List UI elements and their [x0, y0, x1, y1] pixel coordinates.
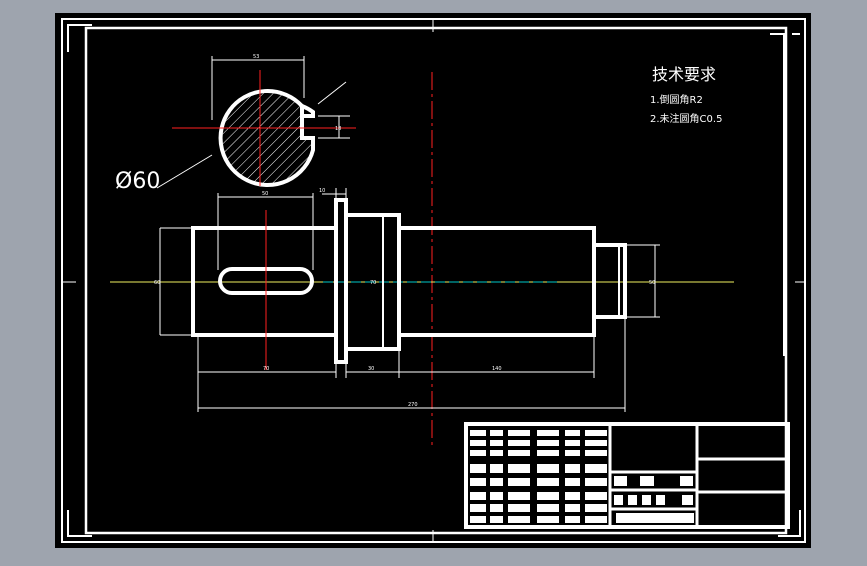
diameter-label: Ø60 — [115, 169, 160, 194]
section-hatch — [220, 90, 313, 184]
right-diameter-dim: 50 — [649, 280, 655, 286]
title-block-border — [464, 422, 790, 529]
key-length-dim: 50 — [262, 191, 268, 197]
title-block — [464, 422, 790, 529]
section-outline — [218, 88, 315, 187]
shaft-end-segment — [592, 243, 627, 319]
shoulder-width-dim: 10 — [319, 188, 325, 194]
left-diameter-dim: 60 — [154, 280, 160, 286]
inner-frame — [84, 26, 788, 535]
tech-req-title: 技术要求 — [652, 65, 716, 84]
sheet-background — [55, 13, 811, 548]
mid-diameter-dim: 70 — [370, 280, 376, 286]
shaft-main-view: 60 70 50 50 10 70 30 140 270 — [110, 72, 734, 445]
keyway-width-dim: 53 — [253, 54, 259, 60]
centering-ticks — [62, 19, 805, 542]
cross-section-view: 53 18 Ø60 — [115, 54, 356, 194]
right-segment-dim: 140 — [492, 366, 502, 372]
tech-req-item-1: 1.倒圆角R2 — [650, 94, 703, 106]
title-block-grid — [470, 430, 694, 523]
total-length-dim: 270 — [408, 402, 418, 408]
tech-req-item-2: 2.未注圆角C0.5 — [650, 112, 722, 125]
keyway-depth-dim: 18 — [335, 126, 341, 132]
diameter-leader — [156, 154, 213, 189]
corner-marks — [67, 24, 801, 537]
mid-segment-dim: 30 — [368, 366, 374, 372]
left-segment-dim: 70 — [263, 366, 269, 372]
